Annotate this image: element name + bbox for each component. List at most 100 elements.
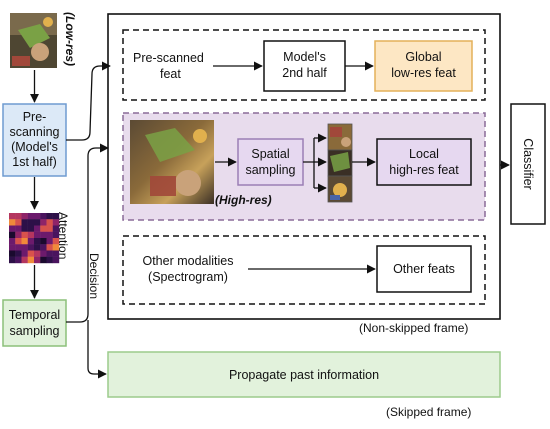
- heatmap-cell: [52, 213, 60, 220]
- heatmap-cell: [27, 238, 35, 245]
- heatmap-cell: [27, 213, 35, 220]
- heatmap-cell: [9, 238, 16, 245]
- heatmap-cell: [21, 219, 28, 226]
- heatmap-cell: [21, 238, 28, 245]
- heatmap-cell: [46, 213, 53, 220]
- heatmap-cell: [46, 238, 53, 245]
- prescanning-label-2: scanning: [9, 125, 59, 139]
- model-2nd-half-box: [263, 40, 346, 92]
- heatmap-cell: [52, 244, 60, 251]
- local-feat-label-1: Local: [409, 147, 439, 161]
- attention-label: Attention: [56, 212, 70, 259]
- heatmap-cell: [34, 225, 41, 232]
- temporal-sampling-label-2: sampling: [9, 324, 59, 338]
- heatmap-cell: [46, 256, 53, 264]
- prescanning-label-3: (Model's: [11, 140, 58, 154]
- heatmap-cell: [15, 219, 22, 226]
- prescanned-feat-label-1: Pre-scanned: [133, 51, 204, 65]
- heatmap-cell: [34, 250, 41, 257]
- arrow-to-propagate: [87, 320, 107, 379]
- heatmap-cell: [40, 244, 47, 251]
- heatmap-cell: [40, 225, 47, 232]
- attention-heatmap: [9, 213, 60, 264]
- heatmap-cell: [21, 213, 28, 220]
- heatmap-cell: [52, 256, 60, 264]
- local-high-res-feat-box: [376, 138, 472, 186]
- crop-patch-middle: [327, 149, 353, 177]
- model-2nd-half-label-1: Model's: [283, 50, 326, 64]
- other-feats-box: [376, 245, 472, 293]
- spatial-sampling-box: [237, 138, 304, 186]
- heatmap-cell: [15, 231, 22, 239]
- heatmap-cell: [40, 213, 47, 220]
- global-feat-label-1: Global: [405, 50, 441, 64]
- heatmap-cell: [15, 250, 22, 257]
- skipped-frame-label: (Skipped frame): [386, 405, 471, 419]
- heatmap-cell: [9, 225, 16, 232]
- non-skipped-frame-label: (Non-skipped frame): [359, 321, 468, 335]
- decision-line: [66, 143, 109, 323]
- crop-patch-bottom: [327, 175, 353, 203]
- other-modalities-region: [122, 235, 486, 305]
- propagate-label: Propagate past information: [229, 368, 379, 382]
- fork-arrows: [303, 138, 315, 188]
- spatial-sampling-label-1: Spatial: [251, 147, 289, 161]
- heatmap-cell: [40, 231, 47, 239]
- heatmap-cell: [52, 250, 60, 257]
- heatmap-cell: [27, 244, 35, 251]
- heatmap-cell: [21, 244, 28, 251]
- other-feats-label: Other feats: [393, 262, 455, 276]
- high-res-label: (High-res): [215, 193, 272, 207]
- heatmap-cell: [52, 225, 60, 232]
- prescanning-label-4: 1st half): [12, 155, 56, 169]
- global-branch-region: [122, 29, 486, 101]
- heatmap-cell: [40, 250, 47, 257]
- other-modalities-label-1: Other modalities: [142, 254, 233, 268]
- heatmap-cell: [52, 219, 60, 226]
- other-modalities-label-2: (Spectrogram): [148, 270, 228, 284]
- heatmap-cell: [46, 219, 53, 226]
- global-low-res-feat-box: [374, 40, 473, 92]
- heatmap-cell: [34, 231, 41, 239]
- heatmap-cell: [52, 231, 60, 239]
- arrow-prescan-to-prescanned-feat: [66, 61, 111, 141]
- heatmap-cell: [46, 225, 53, 232]
- propagate-box: [107, 351, 501, 398]
- temporal-sampling-box: [2, 299, 67, 347]
- heatmap-cell: [9, 256, 16, 264]
- classifier-box: [510, 103, 546, 225]
- heatmap-cell: [34, 213, 41, 220]
- high-res-frame-image: [130, 120, 214, 204]
- prescanned-feat-label-2: feat: [160, 67, 181, 81]
- heatmap-cell: [21, 225, 28, 232]
- crop-patch-top: [327, 123, 353, 151]
- heatmap-cell: [46, 231, 53, 239]
- heatmap-cell: [52, 238, 60, 245]
- heatmap-cell: [27, 256, 35, 264]
- low-res-label: (Low-res): [63, 12, 77, 66]
- classifier-label: Classifier: [521, 138, 535, 189]
- non-skipped-frame-box: [107, 13, 501, 320]
- heatmap-cell: [40, 256, 47, 264]
- spatial-sampling-label-2: sampling: [245, 163, 295, 177]
- heatmap-cell: [34, 219, 41, 226]
- heatmap-cell: [34, 256, 41, 264]
- heatmap-cell: [15, 244, 22, 251]
- heatmap-cell: [46, 250, 53, 257]
- decision-label: Decision: [87, 253, 101, 299]
- heatmap-cell: [9, 219, 16, 226]
- heatmap-cell: [27, 225, 35, 232]
- heatmap-cell: [9, 250, 16, 257]
- heatmap-cell: [15, 256, 22, 264]
- heatmap-cell: [40, 238, 47, 245]
- low-res-frame-image: [10, 13, 57, 68]
- model-2nd-half-label-2: 2nd half: [282, 66, 327, 80]
- heatmap-cell: [15, 238, 22, 245]
- heatmap-cell: [21, 250, 28, 257]
- heatmap-cell: [34, 244, 41, 251]
- heatmap-cell: [9, 213, 16, 220]
- heatmap-cell: [27, 219, 35, 226]
- heatmap-cell: [9, 231, 16, 239]
- heatmap-cell: [27, 250, 35, 257]
